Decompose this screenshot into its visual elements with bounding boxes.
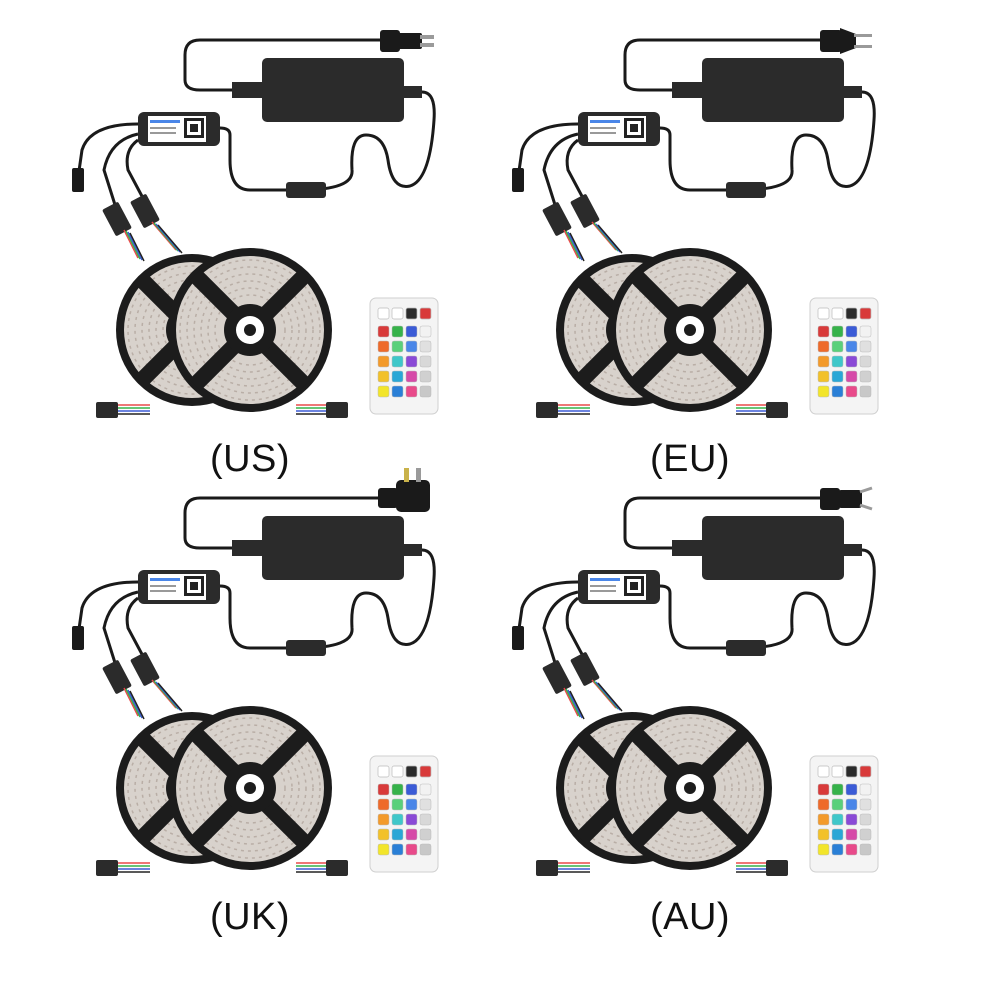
strip-connector-icon [542,652,600,694]
led-strip-reel [168,706,332,870]
ir-remote-icon [369,755,439,873]
variant-label: (UK) [209,896,291,938]
ir-remote-icon [369,297,439,415]
us-plug-icon [380,30,434,52]
ir-remote-icon [809,297,879,415]
variant-label: (US) [209,438,291,480]
led-strip-reel [608,248,772,412]
strip-end-connector-icon [96,402,348,418]
uk-plug-icon [378,468,430,512]
strip-end-connector-icon [536,402,788,418]
strip-end-connector-icon [96,860,348,876]
bluetooth-controller-icon [138,112,220,146]
dc-connector-icon [726,640,766,656]
variant-label: (AU) [649,896,731,938]
dc-connector-icon [726,182,766,198]
au-plug-icon [820,486,873,511]
bluetooth-controller-icon [578,570,660,604]
led-strip-reel [168,248,332,412]
bluetooth-controller-icon [578,112,660,146]
strip-end-connector-icon [536,860,788,876]
variant-label: (EU) [649,438,731,480]
product-variant-eu: (EU) [440,0,940,500]
dc-connector-icon [286,640,326,656]
strip-connector-icon [542,194,600,236]
product-variant-us: (US) [0,0,500,500]
eu-plug-icon [820,28,872,54]
power-adapter-icon [672,58,862,122]
ir-remote-icon [809,755,879,873]
power-adapter-icon [672,516,862,580]
product-variant-au: (AU) [440,458,940,958]
dc-connector-icon [286,182,326,198]
power-adapter-icon [232,516,422,580]
led-strip-reel [608,706,772,870]
power-adapter-icon [232,58,422,122]
strip-connector-icon [102,194,160,236]
bluetooth-controller-icon [138,570,220,604]
product-variant-uk: (UK) [0,458,500,958]
strip-connector-icon [102,652,160,694]
